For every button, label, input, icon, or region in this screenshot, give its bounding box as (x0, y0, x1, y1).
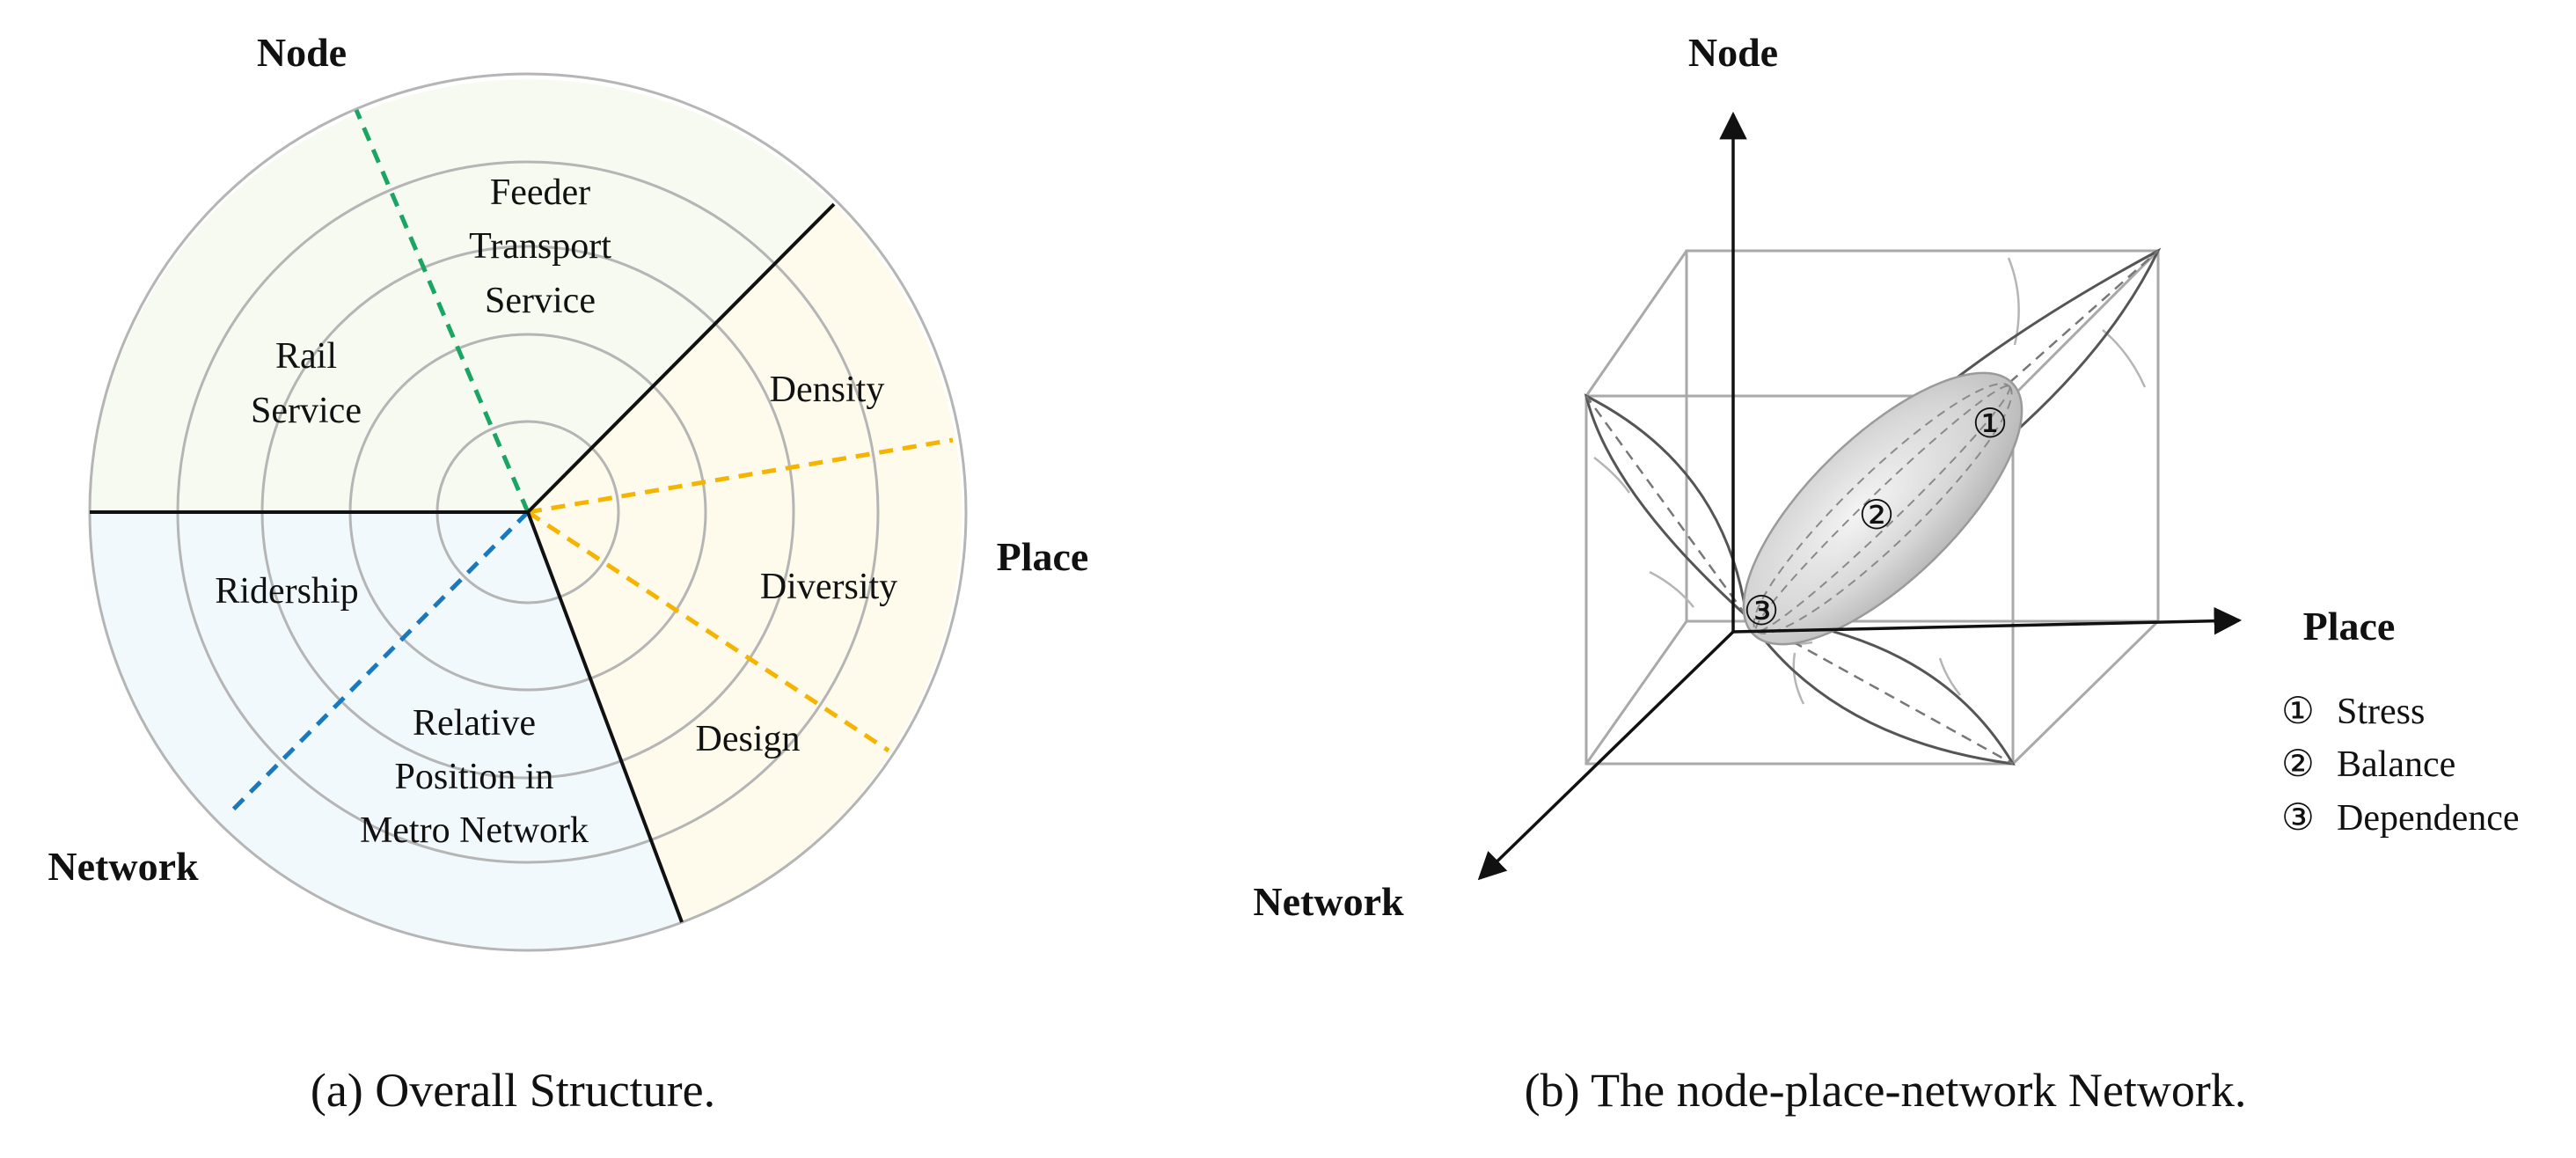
boundary-northeast (526, 202, 836, 514)
place-axis (1732, 606, 2243, 635)
caption-b: (b) The node-place-network Network. (1525, 1064, 2247, 1117)
legend-marker-1: ① (2281, 692, 2315, 732)
feeder-line-2: Transport (469, 226, 611, 267)
legend-label-balance: Balance (2337, 744, 2455, 785)
sector-boundaries (90, 202, 836, 923)
feeder-line-3: Service (485, 281, 596, 321)
diversity-label: Diversity (760, 567, 897, 607)
feeder-line-1: Feeder (490, 172, 590, 213)
node-dashed-line (354, 109, 531, 513)
panel-a-radial-diagram: Node Place Network Feeder Transport Serv… (48, 30, 1088, 1117)
caption-a: (a) Overall Structure. (311, 1064, 715, 1117)
marker-balance: ② (1858, 493, 1894, 538)
rail-service-label: Rail Service (251, 336, 362, 431)
relative-line-2: Position in (395, 757, 554, 797)
marker-stress: ① (1972, 401, 2008, 446)
network-sector (90, 512, 682, 950)
place-dashed-line-upper (527, 437, 954, 515)
rail-line-1: Rail (275, 336, 337, 377)
axis-label-place-b: Place (2303, 604, 2396, 649)
density-label: Density (770, 370, 885, 410)
relative-line-3: Metro Network (360, 810, 589, 851)
ellipsoid (1742, 371, 2023, 646)
legend-label-dependence: Dependence (2337, 798, 2520, 839)
node-sector (90, 79, 834, 512)
axes (1477, 111, 2243, 881)
legend-marker-2: ② (2281, 744, 2315, 785)
legend-marker-3: ③ (2281, 798, 2315, 839)
legend-label-stress: Stress (2337, 692, 2425, 732)
design-label: Design (696, 719, 801, 759)
rail-line-2: Service (251, 391, 362, 431)
axis-label-node-b: Node (1688, 30, 1778, 75)
marker-dependence: ③ (1743, 589, 1779, 634)
ridership-label: Ridership (215, 571, 358, 612)
axis-label-network: Network (48, 844, 199, 889)
axis-label-place: Place (997, 534, 1089, 579)
feeder-transport-label: Feeder Transport Service (469, 172, 611, 321)
boundary-south (526, 511, 684, 923)
legend: ① Stress ② Balance ③ Dependence (2281, 692, 2519, 839)
relative-line-1: Relative (413, 703, 536, 744)
place-dashed-line-lower (526, 509, 890, 753)
network-axis (1477, 630, 1735, 881)
axis-label-node: Node (257, 30, 347, 75)
relative-position-label: Relative Position in Metro Network (360, 703, 589, 851)
axis-label-network-b: Network (1253, 879, 1404, 924)
panel-b-3d-diagram: Node Place Network ① ② ③ ① Stress ② Bala… (1253, 30, 2519, 1117)
